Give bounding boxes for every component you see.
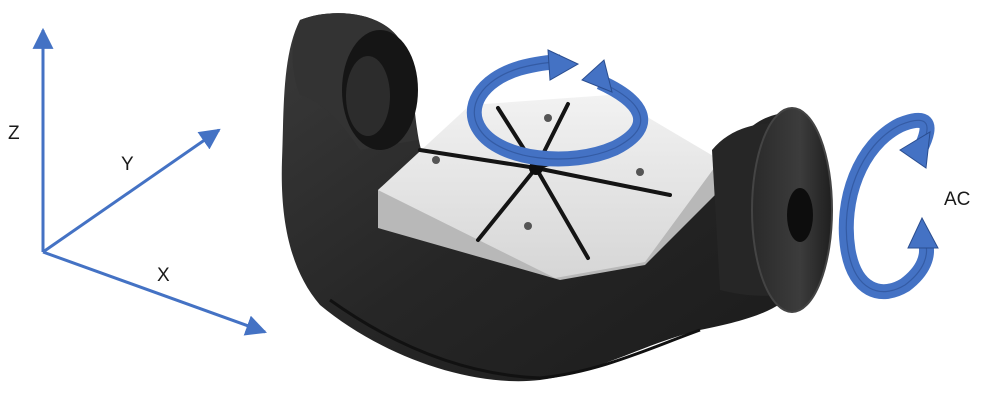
left-motor-highlight (346, 56, 390, 136)
coordinate-axes (43, 30, 265, 332)
trunnion-tilt-arrow (846, 120, 938, 291)
y-axis-label: Y (121, 155, 134, 174)
tilt-arrow-head-top (900, 132, 930, 168)
x-axis-arrow (43, 252, 265, 332)
z-axis-label: Z (8, 124, 20, 143)
ac-rotation-label: AC (944, 190, 970, 209)
right-flange-bore (787, 188, 813, 242)
spin-arrow-head-right (582, 60, 612, 92)
spin-arrow-head-left (548, 50, 578, 80)
y-axis-arrow (43, 130, 219, 252)
x-axis-label: X (157, 266, 170, 285)
tilt-arrow-head-bottom (908, 218, 938, 248)
